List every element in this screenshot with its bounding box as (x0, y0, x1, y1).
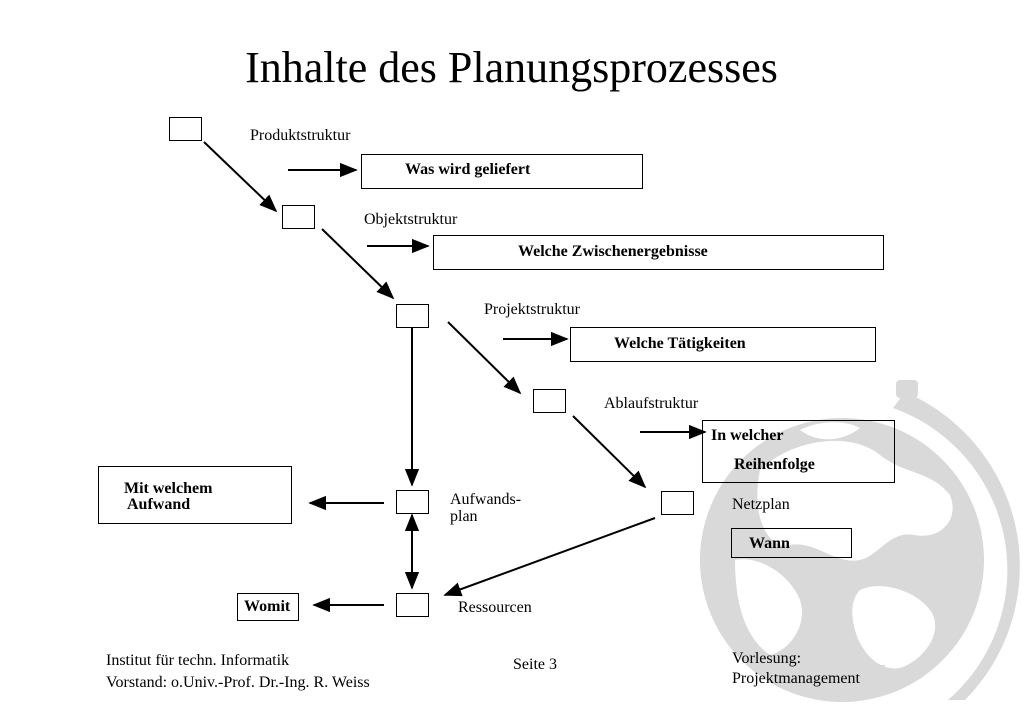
question-taetigkeiten: Welche Tätigkeiten (614, 335, 746, 352)
question-reihenfolge-2: Reihenfolge (734, 456, 815, 473)
footer-vorlesung-1: Vorlesung: (732, 650, 802, 667)
question-wann: Wann (749, 535, 790, 552)
question-box-zwischenergebnisse: Welche Zwischenergebnisse (433, 235, 884, 270)
arrow-produkt-objekt (203, 141, 278, 213)
footer-vorstand: Vorstand: o.Univ.-Prof. Dr.-Ing. R. Weis… (106, 674, 370, 691)
question-box-reihenfolge: In welcher Reihenfolge (702, 420, 895, 483)
node-ablaufstruktur (533, 389, 566, 413)
question-box-womit: Womit (237, 593, 299, 621)
footer-vorlesung-2: Projektmanagement (732, 670, 860, 687)
question-zwischenergebnisse: Welche Zwischenergebnisse (518, 243, 708, 260)
page-title: Inhalte des Planungsprozesses (245, 43, 778, 92)
label-aufwandsplan-2: plan (450, 508, 478, 525)
node-ressourcen (396, 593, 429, 617)
label-aufwandsplan-1: Aufwands- (450, 491, 522, 508)
question-box-was-geliefert: Was wird geliefert (361, 154, 643, 189)
label-ressourcen: Ressourcen (458, 599, 532, 616)
label-produktstruktur: Produktstruktur (250, 127, 351, 144)
question-aufwand-1: Mit welchem (124, 480, 213, 497)
arrow-netzplan-ressourcen (443, 517, 656, 597)
footer-institut: Institut für techn. Informatik (106, 652, 290, 669)
question-aufwand-2: Aufwand (127, 496, 191, 513)
node-netzplan (661, 491, 694, 515)
node-produktstruktur (169, 117, 202, 141)
question-box-taetigkeiten: Welche Tätigkeiten (570, 327, 876, 362)
label-objektstruktur: Objektstruktur (364, 211, 458, 228)
question-box-wann: Wann (731, 528, 852, 558)
arrow-projekt-ablauf (447, 321, 522, 395)
arrow-objekt-projekt (321, 228, 395, 300)
label-ablaufstruktur: Ablaufstruktur (604, 395, 699, 412)
question-was-geliefert: Was wird geliefert (405, 161, 531, 178)
arrow-ablauf-netzplan (572, 415, 647, 489)
label-netzplan: Netzplan (732, 496, 790, 513)
footer-page-number: Seite 3 (513, 656, 557, 673)
question-reihenfolge-1: In welcher (711, 427, 784, 444)
node-objektstruktur (282, 205, 315, 229)
node-projektstruktur (396, 304, 429, 328)
node-aufwandsplan (396, 490, 429, 514)
label-projektstruktur: Projektstruktur (484, 301, 580, 318)
question-box-aufwand: Mit welchem Aufwand (98, 466, 292, 524)
question-womit: Womit (244, 598, 291, 615)
